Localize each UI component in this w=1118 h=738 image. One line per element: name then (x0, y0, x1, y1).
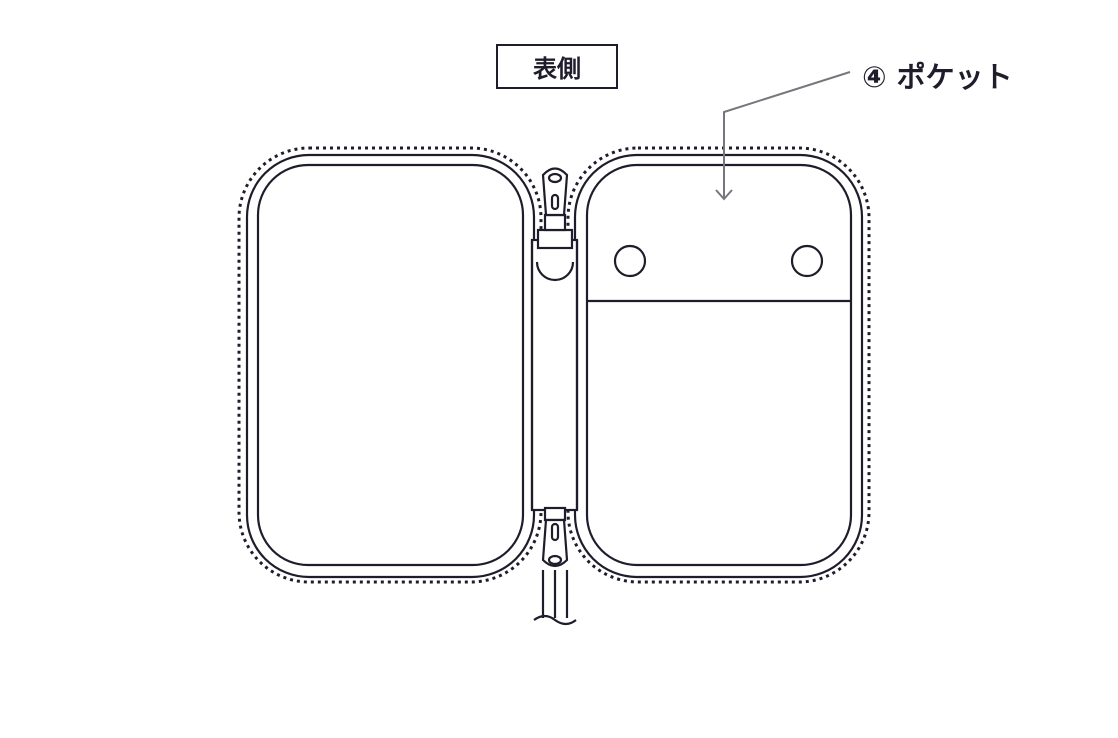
left-outer (245, 153, 536, 579)
side-label: 表側 (496, 44, 618, 89)
snap-button-right (790, 244, 824, 278)
zipper (530, 167, 579, 626)
callout-leader (715, 71, 851, 201)
zipper-pull-top (535, 167, 575, 282)
left-panel (237, 146, 543, 584)
zipper-pull-bottom (533, 506, 577, 626)
right-panel (566, 146, 871, 584)
left-stitch (237, 146, 543, 584)
right-stitch (566, 146, 871, 584)
pocket-callout-label: ④ ポケット (862, 60, 1013, 94)
right-inner (585, 163, 853, 567)
right-outer (573, 153, 864, 579)
snap-button-left (613, 244, 647, 278)
left-inner (256, 163, 525, 567)
